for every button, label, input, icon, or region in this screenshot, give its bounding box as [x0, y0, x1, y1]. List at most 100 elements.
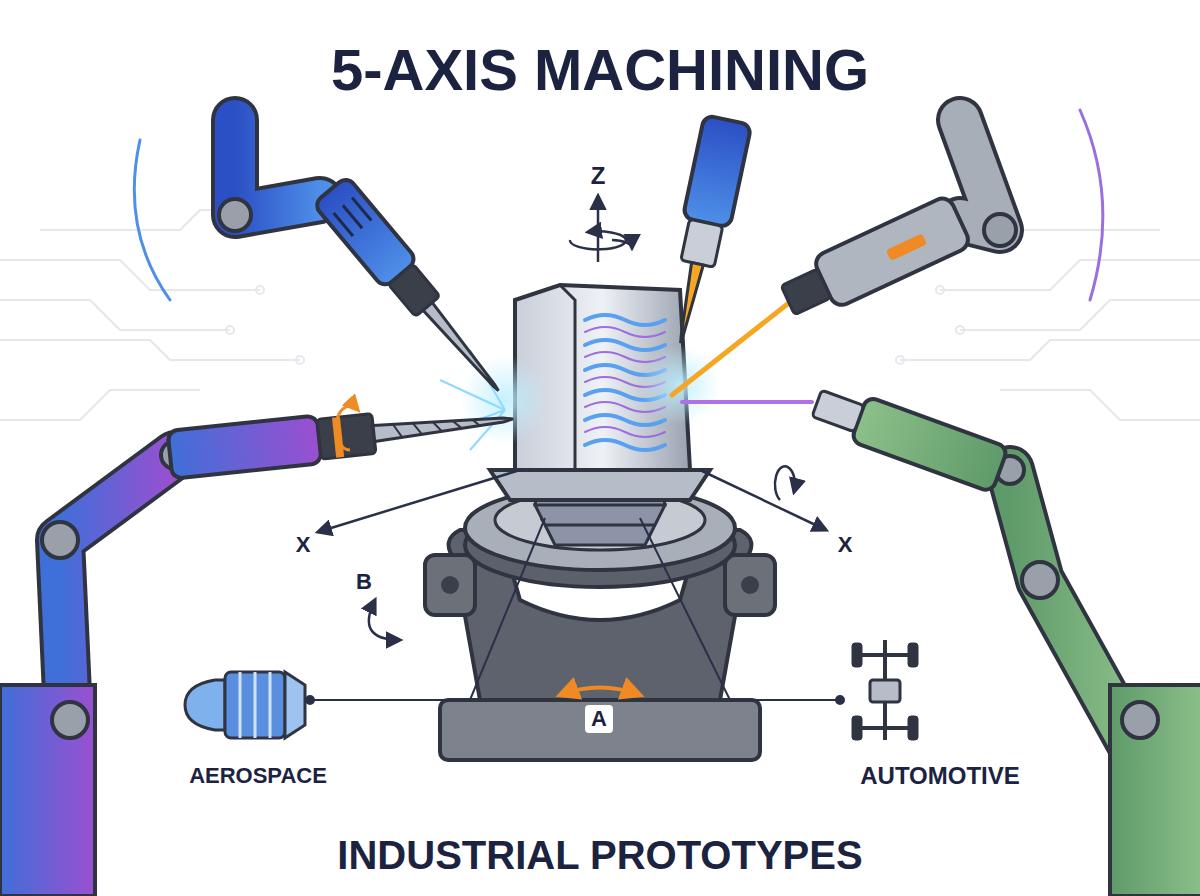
- leader-lines: [640, 518, 840, 700]
- circuit-background: [896, 356, 904, 364]
- axis-arrows: [597, 196, 600, 262]
- laser-head-right: [776, 195, 972, 326]
- drill-top-right: [657, 115, 751, 348]
- turbine-blade-part: [585, 340, 665, 350]
- arm-joints: [1022, 562, 1058, 598]
- jet-engine-icon: [185, 680, 225, 730]
- axis-arrows: [318, 196, 826, 655]
- drill-left: [393, 416, 480, 439]
- car-chassis-icon: [860, 653, 910, 657]
- axis-arrows: [369, 600, 400, 640]
- circuit-background: [960, 300, 1200, 330]
- car-chassis-icon: [852, 640, 918, 740]
- drill-top-left: [313, 176, 515, 405]
- leader-lines: [310, 518, 545, 700]
- circuit-background: [0, 300, 230, 330]
- axis-label: X: [296, 533, 311, 557]
- axis-arrows: [612, 240, 632, 248]
- laser-head-green: [812, 390, 864, 432]
- axis-arrows: [775, 466, 795, 500]
- drill-left: [167, 415, 321, 478]
- turbine-blade-part: [585, 427, 665, 437]
- drill-top-right: [675, 263, 704, 345]
- caption: INDUSTRIAL PROTOTYPES: [337, 833, 862, 877]
- circuit-background: [0, 390, 200, 420]
- arm-joints: [42, 522, 78, 558]
- car-chassis-icon: [860, 726, 910, 730]
- laser-head-right: [781, 269, 831, 315]
- circuit-background: [936, 286, 944, 294]
- arm-joints: [1122, 702, 1158, 738]
- spark-glow: [640, 345, 720, 425]
- drill-left: [317, 414, 376, 460]
- jet-engine-icon: [285, 672, 305, 738]
- trunnion-base: [725, 555, 775, 615]
- car-chassis-icon: [852, 643, 862, 667]
- axis-label: A: [591, 707, 607, 731]
- drill-left: [373, 411, 514, 442]
- drill-top-left: [334, 198, 372, 236]
- arm-joints: [42, 199, 1158, 738]
- laser-beams: [682, 400, 812, 404]
- leader-lines: [306, 696, 314, 704]
- circuit-background: [296, 356, 304, 364]
- laser-head-green: [809, 381, 1009, 493]
- spark-glow: [440, 345, 720, 450]
- trunnion-base: [741, 576, 759, 594]
- leader-lines: [836, 696, 844, 704]
- leader-lines: [306, 518, 844, 704]
- a-axis-arrow: [560, 688, 640, 696]
- circuit-background: [256, 286, 264, 294]
- car-chassis-icon: [870, 680, 900, 702]
- axis-arrows: [318, 470, 520, 532]
- jet-engine-icon: [240, 672, 270, 738]
- axis-label: X: [838, 533, 853, 557]
- robot-arms: [134, 140, 170, 300]
- arm-joints: [52, 702, 88, 738]
- circuit-background: [956, 326, 964, 334]
- robot-arms: [60, 110, 1140, 760]
- title: 5-AXIS MACHINING: [331, 38, 869, 102]
- arm-bases: [0, 685, 1200, 896]
- axis-arrows: [700, 470, 826, 530]
- robot-arms: [1080, 110, 1103, 300]
- jet-engine-icon: [225, 672, 285, 738]
- laser-head-right: [886, 233, 927, 261]
- trunnion-base: [425, 555, 475, 615]
- spin-arrow: [336, 406, 358, 450]
- car-chassis-icon: [908, 643, 918, 667]
- car-chassis-icon: [852, 716, 862, 740]
- turbine-blade-part: [490, 470, 710, 500]
- trunnion-base: [441, 576, 459, 594]
- axis-label: B: [356, 570, 372, 594]
- industry-label: AUTOMOTIVE: [860, 763, 1020, 789]
- turbine-blade-part: [585, 440, 665, 450]
- turbine-blade-part: [585, 327, 665, 337]
- drill-left: [167, 395, 515, 479]
- laser-head-right: [812, 195, 972, 309]
- circuit-background: [900, 340, 1200, 360]
- car-chassis-icon: [908, 716, 918, 740]
- axis-label: Z: [591, 163, 606, 189]
- turbine-blade-part: [585, 315, 665, 325]
- circuit-background: [226, 326, 234, 334]
- arm-bases: [1110, 685, 1200, 896]
- robot-arms: [235, 120, 320, 215]
- trunnion-base: [440, 700, 760, 760]
- drill-top-left: [423, 303, 503, 395]
- jet-engine-icon: [185, 672, 305, 738]
- arm-joints: [219, 199, 251, 231]
- spark-glow: [460, 355, 550, 445]
- laser-head-green: [851, 396, 1008, 492]
- robot-arms: [235, 120, 320, 215]
- circuit-background: [0, 260, 260, 290]
- drill-top-right: [681, 219, 723, 267]
- industry-label: AEROSPACE: [189, 764, 327, 788]
- axis-arrows: [388, 590, 406, 655]
- turbine-blade-part: [560, 285, 575, 470]
- turbine-blade-part: [585, 415, 665, 425]
- circuit-background: [940, 260, 1200, 290]
- arm-joints: [984, 214, 1016, 246]
- circuit-background: [0, 340, 300, 360]
